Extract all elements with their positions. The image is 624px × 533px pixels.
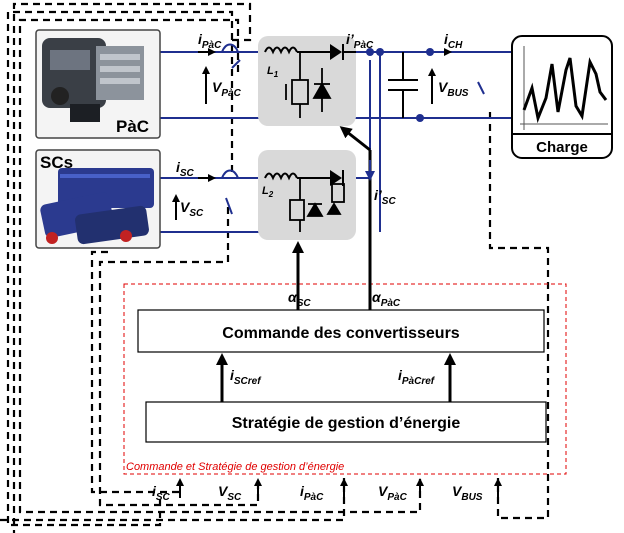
fuel-cell-label: PàC xyxy=(116,117,149,136)
label-ipacref: iPàCref xyxy=(398,367,436,387)
label-ipac-prime: i’PàC xyxy=(346,31,374,51)
wire-isc xyxy=(6,10,234,527)
label-alpha-sc: αSC xyxy=(288,289,311,309)
label-vpac: VPàC xyxy=(212,79,242,99)
input-ipac: iPàC xyxy=(300,483,324,503)
input-vsc: VSC xyxy=(218,483,242,503)
label-vsc: VSC xyxy=(180,199,204,219)
wire-vbus xyxy=(488,112,550,520)
label-iscref: iSCref xyxy=(230,367,262,387)
fuel-cell-box: PàC xyxy=(35,29,161,139)
supercaps-label: SCs xyxy=(40,153,73,172)
label-isc-prime: i’SC xyxy=(374,187,396,207)
converter-pac xyxy=(258,36,356,126)
converter-control-box xyxy=(137,309,545,353)
wire-vsc xyxy=(98,207,260,507)
load-profile xyxy=(522,57,608,124)
diode-2 xyxy=(330,170,342,186)
inductor-l2 xyxy=(264,172,298,181)
sensor-symbols xyxy=(221,43,485,215)
svg-text:L1: L1 xyxy=(267,65,279,79)
load-label: Charge xyxy=(536,139,588,156)
energy-strategy-box xyxy=(145,401,547,443)
wire-inner xyxy=(90,250,180,494)
svg-text:L2: L2 xyxy=(262,185,274,199)
diode-1 xyxy=(330,44,342,60)
switch-1 xyxy=(285,52,332,118)
switch-2 xyxy=(289,178,345,232)
converter-control-label: Commande des convertisseurs xyxy=(222,325,460,342)
energy-strategy-label: Stratégie de gestion d’énergie xyxy=(232,415,461,432)
label-ipac: iPàC xyxy=(198,31,222,51)
wire-ipac-2 xyxy=(0,478,346,522)
wire-ipac xyxy=(12,2,252,533)
inductor-l1 xyxy=(264,46,298,55)
label-ich: iCH xyxy=(444,31,463,51)
label-alpha-pac: αPàC xyxy=(372,289,401,309)
converter-sc xyxy=(258,150,356,240)
control-frame-caption: Commande et Stratégie de gestion d’énerg… xyxy=(126,461,344,473)
label-vbus: VBUS xyxy=(438,79,469,99)
control-frame xyxy=(123,283,567,475)
load-box: Charge xyxy=(511,35,613,159)
bus-capacitor xyxy=(388,52,418,118)
label-isc: iSC xyxy=(176,159,195,179)
supercaps-box: SCs xyxy=(35,149,161,249)
input-isc: iSC xyxy=(152,483,171,503)
input-vpac: VPàC xyxy=(378,483,408,503)
input-vbus: VBUS xyxy=(452,483,483,503)
junction-nodes xyxy=(366,48,434,122)
wire-vpac xyxy=(18,18,422,514)
